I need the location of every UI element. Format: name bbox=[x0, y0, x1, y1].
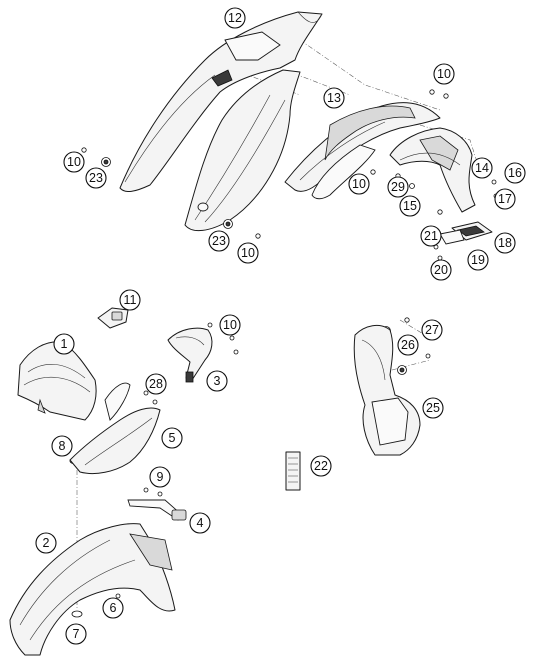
svg-text:3: 3 bbox=[214, 374, 221, 388]
callout-9: 9 bbox=[149, 466, 171, 488]
svg-text:13: 13 bbox=[327, 91, 341, 105]
callout-8: 8 bbox=[51, 435, 73, 457]
svg-text:17: 17 bbox=[498, 192, 512, 206]
callout-17: 17 bbox=[494, 188, 516, 210]
callout-10-c: 10 bbox=[348, 173, 370, 195]
rear-fender-part-13 bbox=[284, 102, 441, 200]
callout-1: 1 bbox=[53, 333, 75, 355]
side-panel-part-12 bbox=[119, 11, 323, 232]
svg-text:1: 1 bbox=[61, 337, 68, 351]
callout-25: 25 bbox=[422, 397, 444, 419]
callout-23-a: 23 bbox=[85, 167, 107, 189]
svg-text:10: 10 bbox=[223, 318, 237, 332]
callout-15: 15 bbox=[399, 195, 421, 217]
callout-4: 4 bbox=[189, 512, 211, 534]
callout-2: 2 bbox=[35, 532, 57, 554]
svg-text:26: 26 bbox=[401, 338, 415, 352]
svg-text:2: 2 bbox=[43, 536, 50, 550]
svg-text:12: 12 bbox=[228, 11, 242, 25]
front-fender-part-2 bbox=[9, 523, 176, 656]
callout-22: 22 bbox=[310, 455, 332, 477]
svg-text:28: 28 bbox=[149, 377, 163, 391]
callout-6: 6 bbox=[102, 597, 124, 619]
svg-text:10: 10 bbox=[241, 246, 255, 260]
callout-7: 7 bbox=[65, 623, 87, 645]
reflector-part-18-19 bbox=[439, 221, 493, 245]
svg-text:8: 8 bbox=[59, 439, 66, 453]
callout-18: 18 bbox=[494, 232, 516, 254]
callout-16: 16 bbox=[504, 162, 526, 184]
svg-text:25: 25 bbox=[426, 401, 440, 415]
svg-text:27: 27 bbox=[425, 323, 439, 337]
callout-10-e: 10 bbox=[219, 314, 241, 336]
callout-29: 29 bbox=[387, 176, 409, 198]
callout-13: 13 bbox=[323, 87, 345, 109]
svg-text:6: 6 bbox=[110, 601, 117, 615]
cover-part-5 bbox=[69, 382, 161, 475]
callout-19: 19 bbox=[467, 249, 489, 271]
svg-text:15: 15 bbox=[403, 199, 417, 213]
svg-text:10: 10 bbox=[437, 67, 451, 81]
fender-bracket-part-4 bbox=[127, 499, 187, 521]
callout-28: 28 bbox=[145, 373, 167, 395]
callout-12: 12 bbox=[224, 7, 246, 29]
callout-10-b: 10 bbox=[63, 151, 85, 173]
headlight-mask-part-1 bbox=[17, 341, 97, 421]
svg-text:5: 5 bbox=[169, 431, 176, 445]
airbox-cover-part-25 bbox=[353, 324, 421, 456]
svg-text:20: 20 bbox=[434, 263, 448, 277]
callout-23-b: 23 bbox=[208, 230, 230, 252]
svg-text:10: 10 bbox=[352, 177, 366, 191]
callout-20: 20 bbox=[430, 259, 452, 281]
bracket-part-3 bbox=[167, 327, 213, 383]
callout-5: 5 bbox=[161, 427, 183, 449]
license-holder-part-14 bbox=[389, 127, 476, 213]
svg-text:4: 4 bbox=[197, 516, 204, 530]
callout-27: 27 bbox=[421, 319, 443, 341]
callout-11: 11 bbox=[119, 289, 141, 311]
svg-text:16: 16 bbox=[508, 166, 522, 180]
svg-text:14: 14 bbox=[475, 161, 489, 175]
svg-text:18: 18 bbox=[498, 236, 512, 250]
filter-part-22 bbox=[285, 451, 301, 491]
svg-text:7: 7 bbox=[73, 627, 80, 641]
callout-21: 21 bbox=[420, 225, 442, 247]
callout-10-d: 10 bbox=[237, 242, 259, 264]
svg-text:23: 23 bbox=[89, 171, 103, 185]
clip-part-11 bbox=[97, 307, 129, 329]
svg-text:19: 19 bbox=[471, 253, 485, 267]
callout-26: 26 bbox=[397, 334, 419, 356]
svg-text:23: 23 bbox=[212, 234, 226, 248]
svg-text:29: 29 bbox=[391, 180, 405, 194]
callout-14: 14 bbox=[471, 157, 493, 179]
svg-text:10: 10 bbox=[67, 155, 81, 169]
svg-text:21: 21 bbox=[424, 229, 438, 243]
callout-10-a: 10 bbox=[433, 63, 455, 85]
callout-3: 3 bbox=[206, 370, 228, 392]
svg-text:22: 22 bbox=[314, 459, 328, 473]
svg-text:9: 9 bbox=[157, 470, 164, 484]
svg-text:11: 11 bbox=[124, 293, 137, 307]
